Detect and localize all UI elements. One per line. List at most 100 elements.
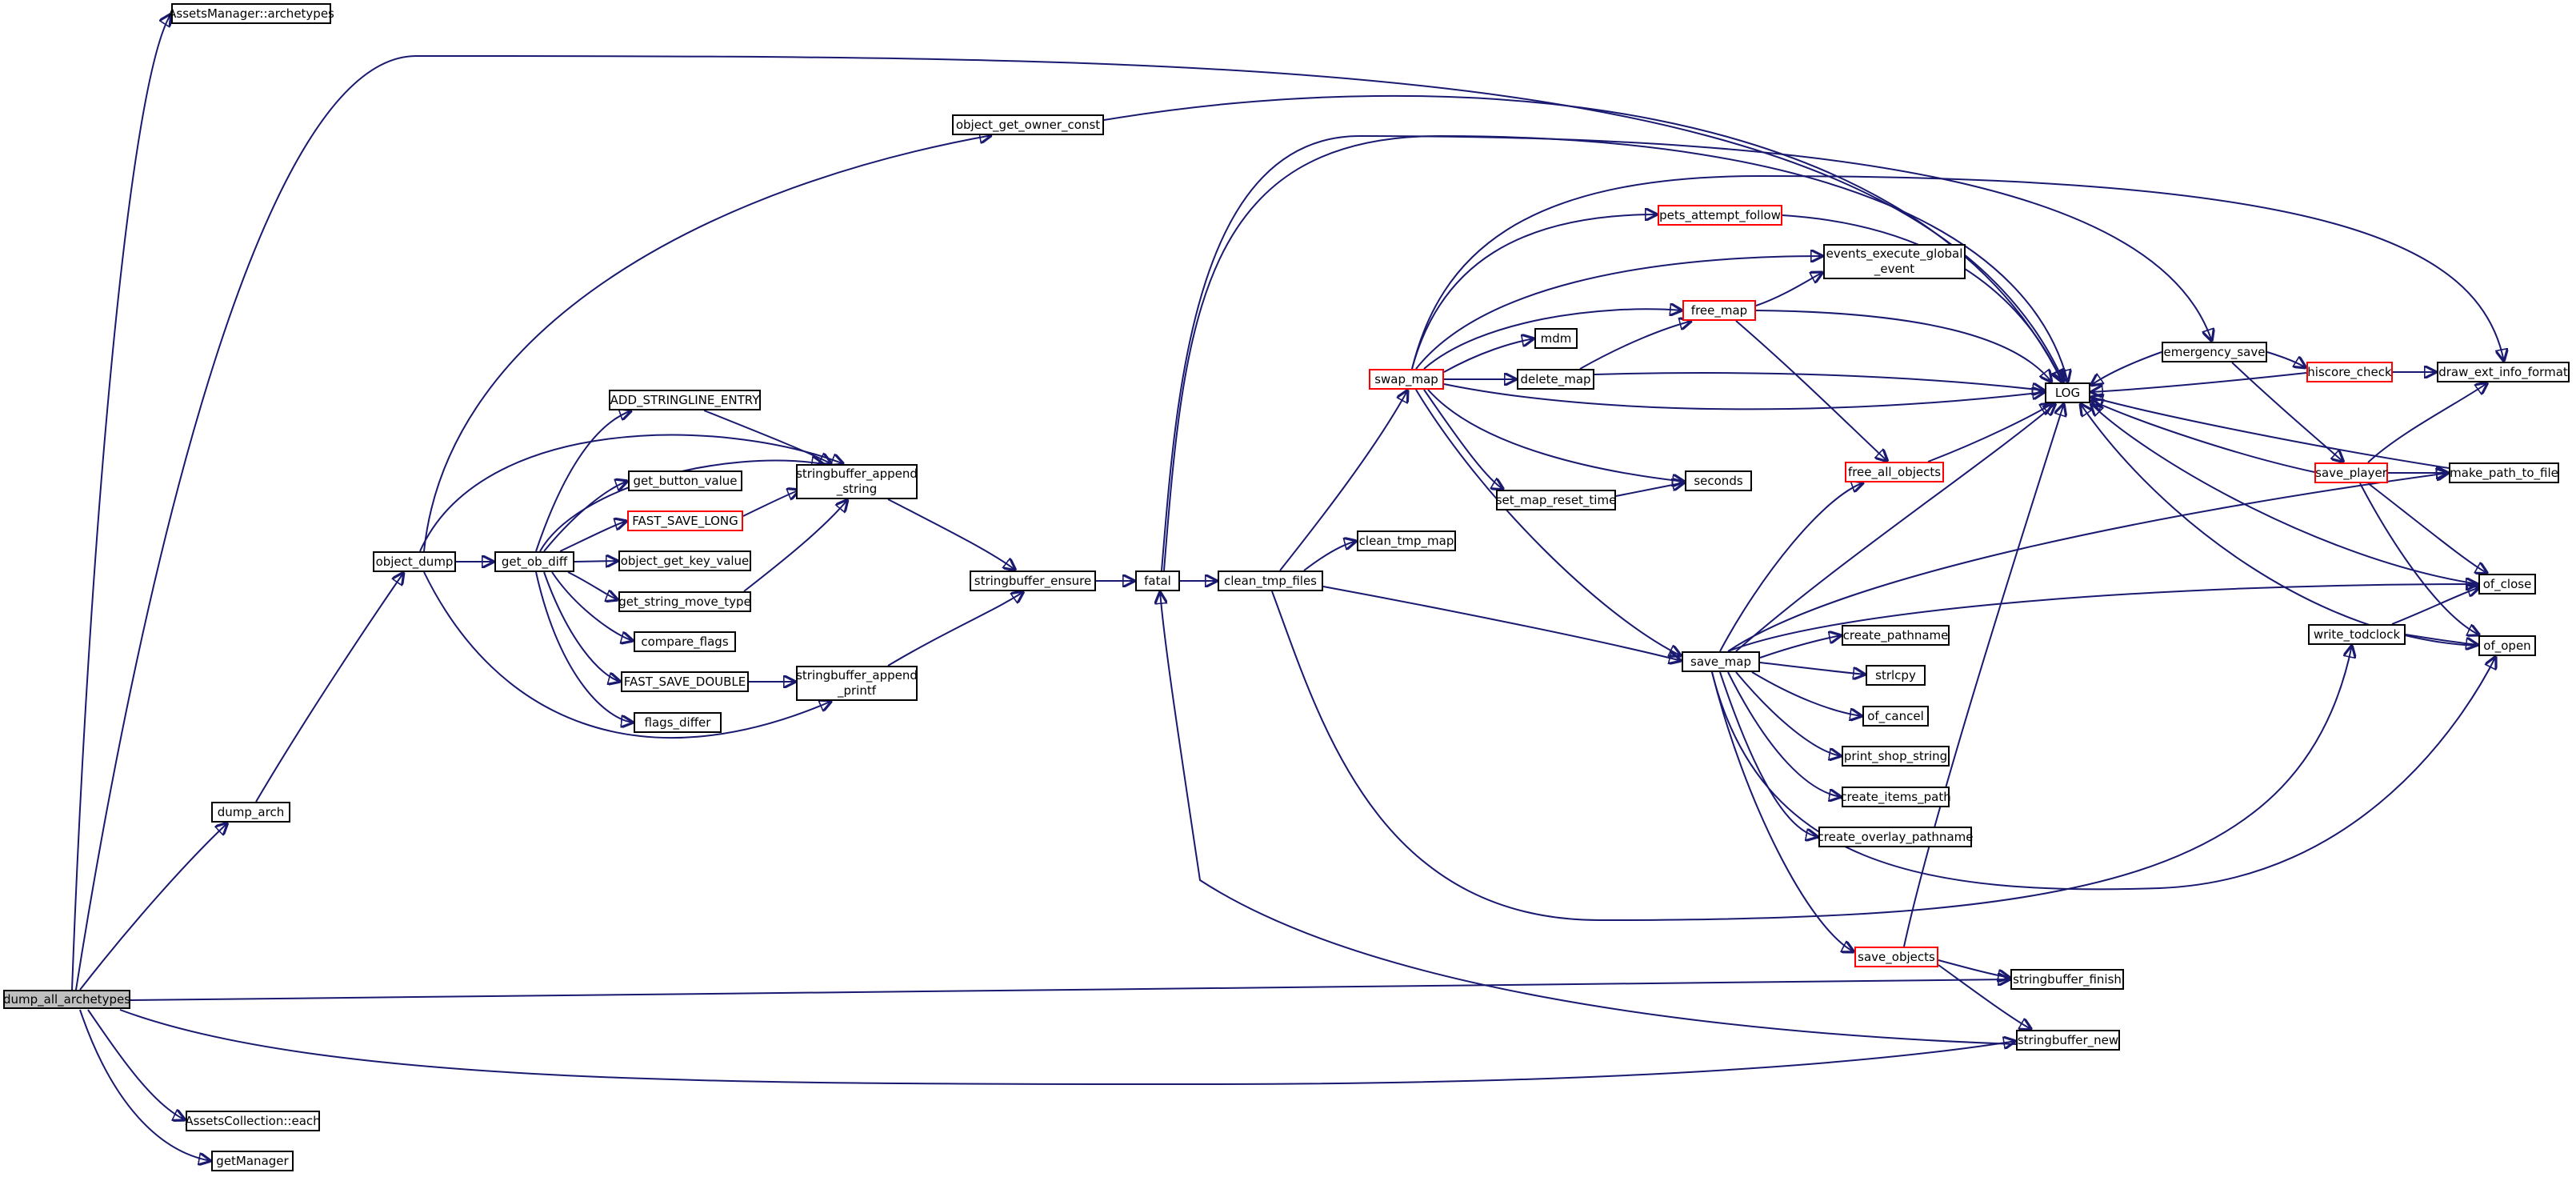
edge-swap-map-to-free-map xyxy=(1423,309,1682,370)
edge-object-dump-to-stringbuffer-append-printf xyxy=(423,571,832,739)
node-hiscore-check[interactable]: hiscore_check xyxy=(2306,362,2393,382)
node-compare-flags[interactable]: compare_flags xyxy=(634,631,736,652)
node-object-get-owner-const[interactable]: object_get_owner_const xyxy=(952,114,1104,135)
edge-clean-tmp-files-to-swap-map xyxy=(1279,390,1408,571)
node-free-all-objects[interactable]: free_all_objects xyxy=(1845,462,1944,482)
node-dump-all-archetypes: dump_all_archetypes xyxy=(3,990,130,1009)
edge-make-path-to-file-to-log xyxy=(2090,397,2450,469)
node-save-player[interactable]: save_player xyxy=(2314,462,2388,483)
node-make-path-to-file[interactable]: make_path_to_file xyxy=(2449,462,2559,483)
edge-stringbuffer-append-printf-to-stringbuffer-ensure xyxy=(887,591,1024,667)
node-object-get-key-value[interactable]: object_get_key_value xyxy=(618,550,751,571)
node-stringbuffer-append-string[interactable]: stringbuffer_append _string xyxy=(796,464,918,499)
edge-swap-map-to-save-map xyxy=(1415,389,1682,656)
node-fast-save-double[interactable]: FAST_SAVE_DOUBLE xyxy=(621,671,749,692)
node-create-items-path[interactable]: create_items_path xyxy=(1840,787,1951,807)
edge-dump-all-archetypes-to-assets-collection-each xyxy=(87,1009,186,1120)
node-free-map[interactable]: free_map xyxy=(1682,300,1756,321)
edge-get-ob-diff-to-object-get-key-value xyxy=(574,561,618,562)
edge-save-map-to-create-pathname xyxy=(1759,635,1842,659)
edge-get-ob-diff-to-fast-save-long xyxy=(559,521,627,552)
edge-save-objects-to-log xyxy=(1903,403,2064,947)
node-delete-map[interactable]: delete_map xyxy=(1517,369,1594,390)
edge-delete-map-to-free-map xyxy=(1579,321,1692,370)
edge-get-ob-diff-to-compare-flags xyxy=(551,571,634,641)
edge-free-map-to-log xyxy=(1755,310,2052,382)
node-add-stringline-entry[interactable]: ADD_STRINGLINE_ENTRY xyxy=(609,390,761,410)
node-of-cancel[interactable]: of_cancel xyxy=(1862,706,1929,727)
node-assets-collection-each[interactable]: AssetsCollection::each xyxy=(185,1111,321,1131)
edge-swap-map-to-seconds xyxy=(1427,389,1685,482)
edge-get-ob-diff-to-add-stringline-entry xyxy=(535,410,632,552)
edge-get-ob-diff-to-get-string-move-type xyxy=(567,571,618,600)
node-dump-arch[interactable]: dump_arch xyxy=(211,802,290,823)
edge-dump-all-archetypes-to-dump-arch xyxy=(79,823,228,991)
node-pets-attempt-follow[interactable]: pets_attempt_follow xyxy=(1658,205,1782,226)
edge-dump-all-archetypes-to-log xyxy=(75,54,2064,991)
node-mdm[interactable]: mdm xyxy=(1534,328,1578,349)
edge-object-dump-to-stringbuffer-append-string xyxy=(419,434,844,552)
edge-pets-attempt-follow-to-log xyxy=(1782,214,2062,382)
node-of-close[interactable]: of_close xyxy=(2478,574,2536,595)
edge-fast-save-long-to-stringbuffer-append-string xyxy=(742,490,800,517)
edge-object-get-owner-const-to-log xyxy=(1103,94,2062,382)
node-get-ob-diff[interactable]: get_ob_diff xyxy=(494,551,574,572)
node-stringbuffer-append-printf[interactable]: stringbuffer_append _printf xyxy=(796,666,918,701)
node-fast-save-long[interactable]: FAST_SAVE_LONG xyxy=(627,510,743,531)
edge-get-ob-diff-to-get-button-value xyxy=(543,481,628,552)
node-seconds[interactable]: seconds xyxy=(1685,470,1752,491)
edge-dump-all-archetypes-to-stringbuffer-finish xyxy=(130,979,2010,1001)
edge-emergency-save-to-log xyxy=(2090,351,2162,386)
edge-swap-map-to-mdm xyxy=(1443,338,1534,373)
edge-of-close-to-log xyxy=(2090,403,2479,585)
node-assets-manager-archetypes[interactable]: AssetsManager::archetypes xyxy=(168,3,334,24)
edge-free-all-objects-to-log xyxy=(1927,403,2053,462)
edge-stringbuffer-new-to-fatal xyxy=(1160,591,2017,1045)
node-fatal[interactable]: fatal xyxy=(1135,570,1180,591)
edge-save-map-to-make-path-to-file xyxy=(1727,473,2449,652)
edge-set-map-reset-time-to-seconds xyxy=(1615,482,1685,497)
edge-of-open-to-log xyxy=(2080,403,2479,647)
edge-get-string-move-type-to-stringbuffer-append-string xyxy=(743,499,848,592)
edge-save-map-to-create-items-path xyxy=(1727,671,1842,797)
edge-get-ob-diff-to-flags-differ xyxy=(535,571,634,723)
node-save-map[interactable]: save_map xyxy=(1682,651,1760,672)
node-of-open[interactable]: of_open xyxy=(2478,635,2536,656)
edge-clean-tmp-files-to-save-map xyxy=(1322,586,1682,661)
edge-write-todclock-to-of-close xyxy=(2391,587,2480,625)
node-clean-tmp-map[interactable]: clean_tmp_map xyxy=(1357,530,1456,551)
edge-save-map-to-print-shop-string xyxy=(1735,671,1842,756)
node-log[interactable]: LOG xyxy=(2045,382,2090,403)
edge-dump-all-archetypes-to-stringbuffer-new xyxy=(119,1009,2016,1086)
edge-save-objects-to-stringbuffer-finish xyxy=(1938,959,2010,978)
node-get-manager[interactable]: getManager xyxy=(211,1151,294,1171)
node-get-button-value[interactable]: get_button_value xyxy=(628,470,742,491)
node-emergency-save[interactable]: emergency_save xyxy=(2162,342,2267,362)
edge-save-map-to-of-close xyxy=(1727,584,2478,652)
node-object-dump[interactable]: object_dump xyxy=(373,551,456,572)
node-flags-differ[interactable]: flags_differ xyxy=(634,712,722,733)
node-stringbuffer-finish[interactable]: stringbuffer_finish xyxy=(2010,969,2124,990)
node-write-todclock[interactable]: write_todclock xyxy=(2308,624,2406,645)
node-events-execute-global-event[interactable]: events_execute_global _event xyxy=(1823,244,1966,279)
node-save-objects[interactable]: save_objects xyxy=(1854,947,1938,967)
node-create-pathname[interactable]: create_pathname xyxy=(1842,625,1950,646)
node-stringbuffer-ensure[interactable]: stringbuffer_ensure xyxy=(970,570,1096,591)
edge-dump-arch-to-object-dump xyxy=(255,572,404,803)
edge-delete-map-to-log xyxy=(1594,372,2045,390)
node-stringbuffer-new[interactable]: stringbuffer_new xyxy=(2016,1030,2120,1051)
node-create-overlay-pathname[interactable]: create_overlay_pathname xyxy=(1818,827,1973,847)
edge-object-dump-to-object-get-owner-const xyxy=(423,135,992,552)
edge-add-stringline-entry-to-stringbuffer-append-string xyxy=(703,410,832,464)
node-print-shop-string[interactable]: print_shop_string xyxy=(1842,746,1950,767)
edge-clean-tmp-files-to-write-todclock xyxy=(1271,590,2352,922)
node-clean-tmp-files[interactable]: clean_tmp_files xyxy=(1218,570,1323,591)
node-strlcpy[interactable]: strlcpy xyxy=(1866,665,1926,686)
edge-save-player-to-draw-ext-info-format xyxy=(2367,382,2488,463)
node-draw-ext-info-format[interactable]: draw_ext_info_format xyxy=(2437,362,2570,382)
node-get-string-move-type[interactable]: get_string_move_type xyxy=(618,591,751,612)
edge-save-player-to-of-close xyxy=(2367,482,2488,574)
node-set-map-reset-time[interactable]: set_map_reset_time xyxy=(1496,490,1616,510)
node-swap-map[interactable]: swap_map xyxy=(1369,369,1444,390)
